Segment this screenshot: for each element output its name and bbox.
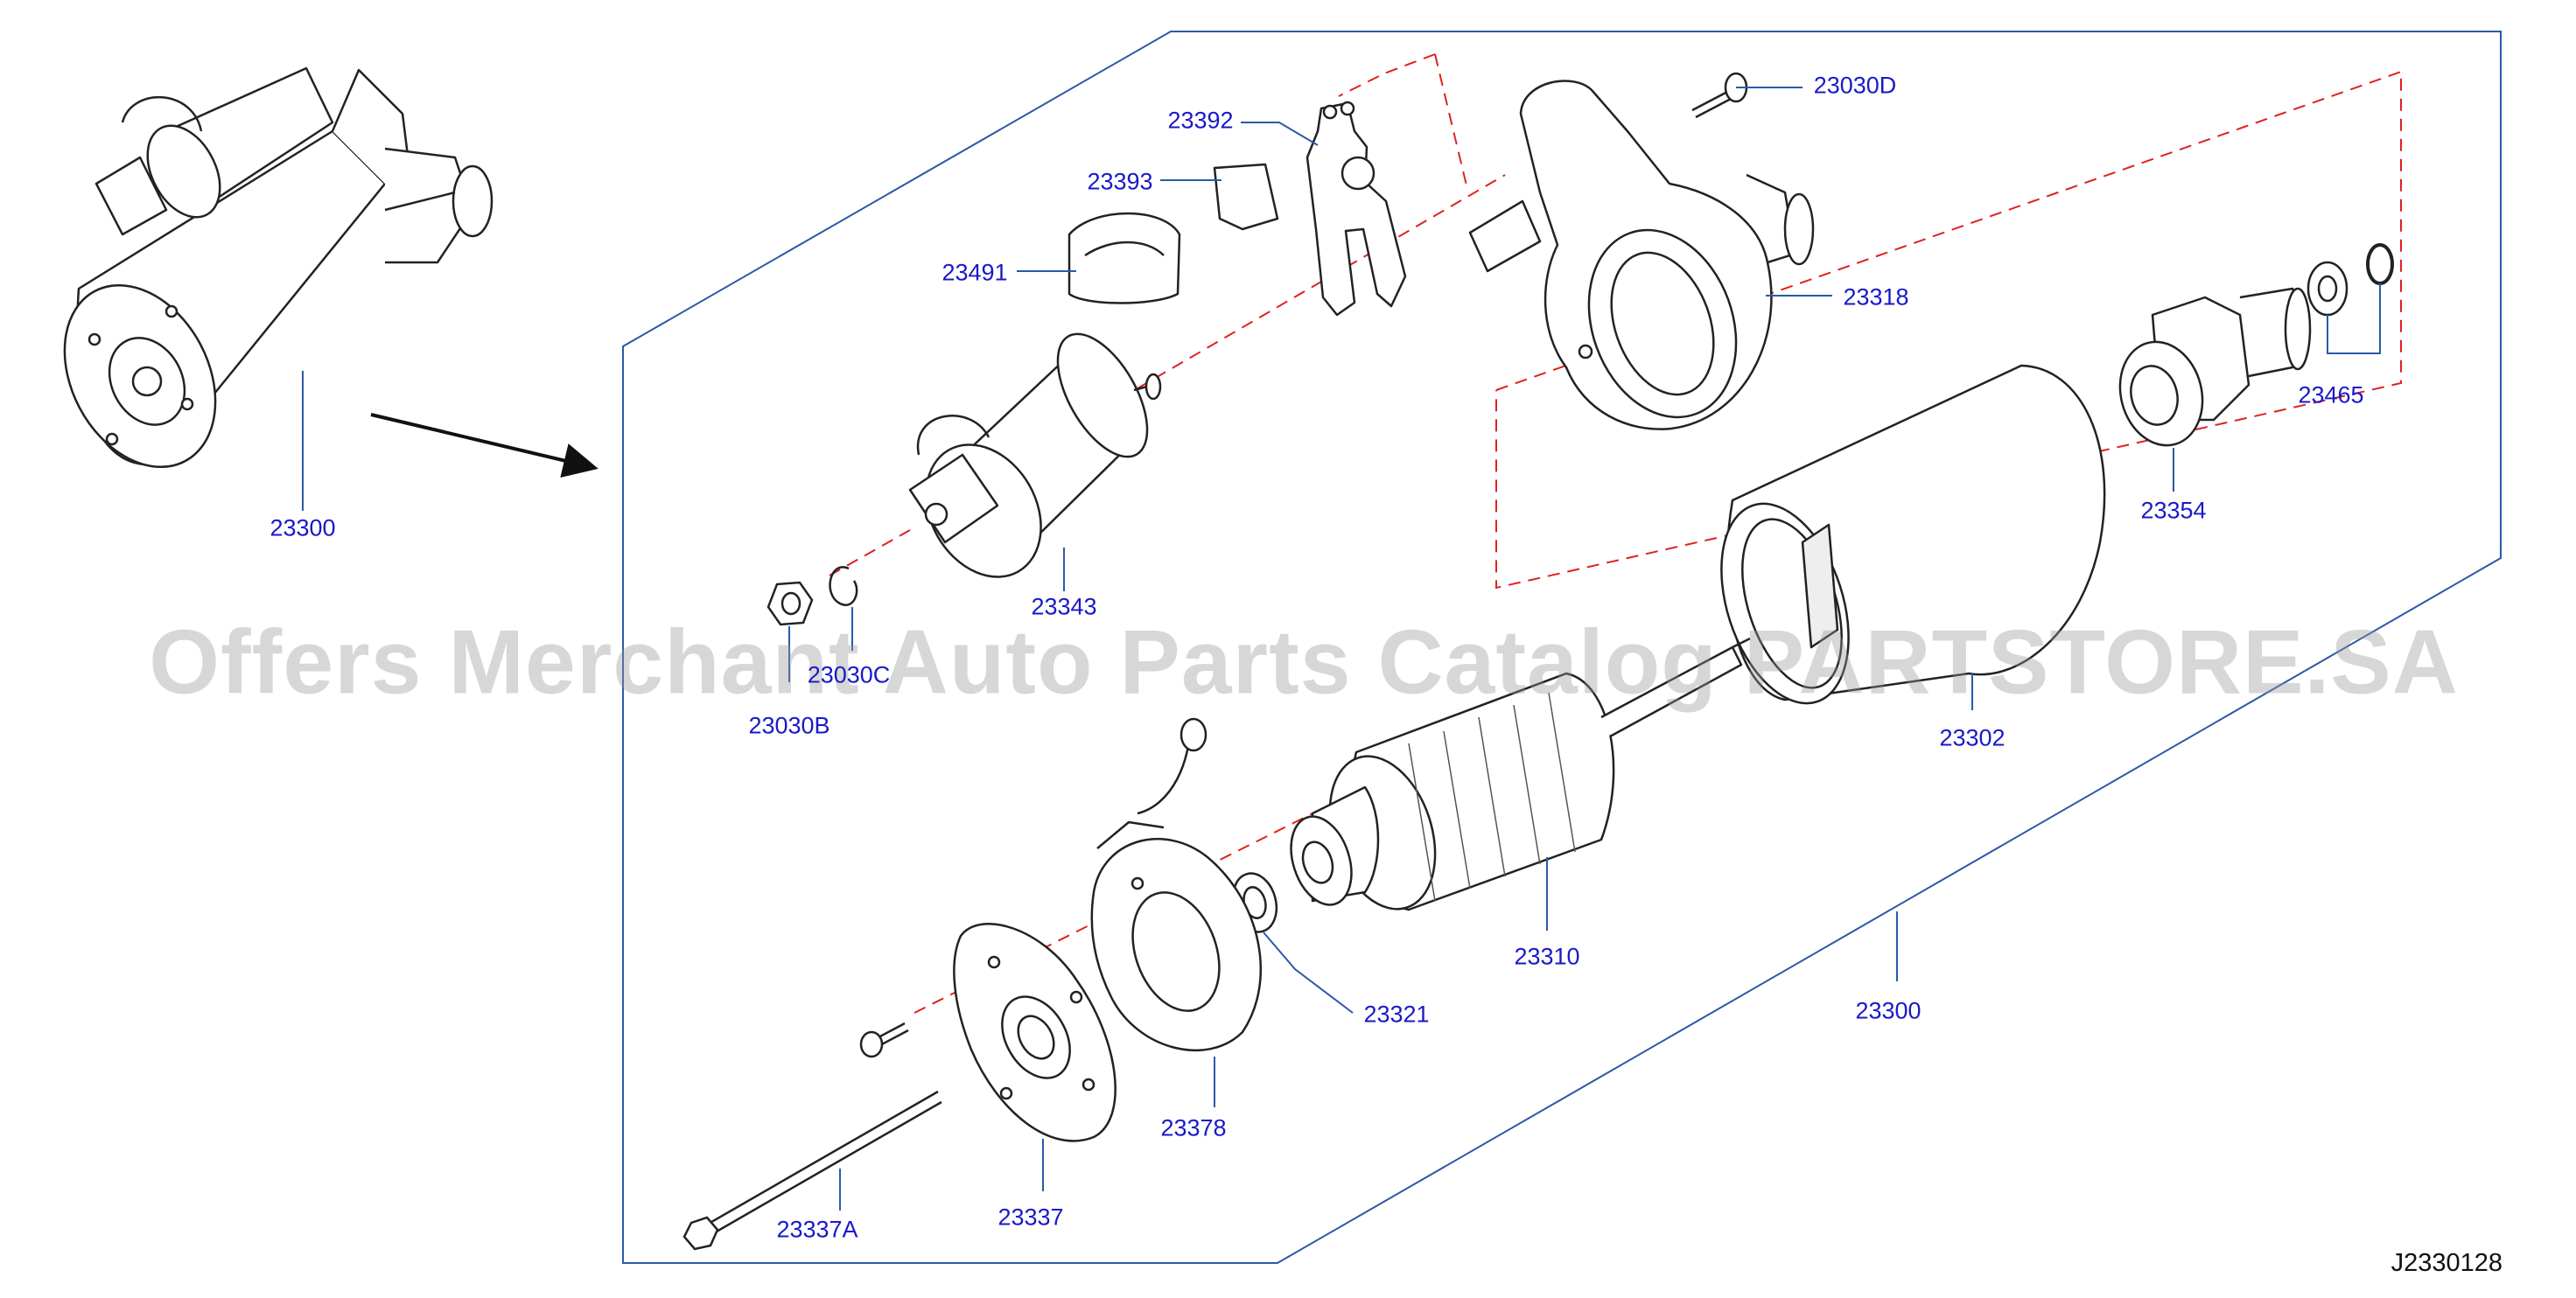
part-label-23300-kit[interactable]: 23300	[1855, 997, 1922, 1024]
part-label-23491[interactable]: 23491	[942, 259, 1008, 286]
part-label-23310[interactable]: 23310	[1514, 943, 1580, 970]
nut-and-washer	[766, 566, 858, 626]
part-label-23030c[interactable]: 23030C	[807, 661, 891, 688]
part-label-23030d[interactable]: 23030D	[1813, 72, 1897, 99]
cover-pieces	[1068, 163, 1279, 304]
kit-boundary-outline	[622, 31, 2502, 1264]
part-label-23337[interactable]: 23337	[998, 1204, 1064, 1231]
part-label-23354[interactable]: 23354	[2140, 497, 2207, 524]
leader-lines	[302, 87, 2381, 1211]
shift-lever	[1306, 101, 1407, 317]
part-label-23337a[interactable]: 23337A	[776, 1216, 858, 1243]
stop-ring-set	[2306, 243, 2394, 317]
screw-23030d	[1691, 72, 1748, 119]
assembly-arrow	[370, 413, 598, 478]
cover-screw	[859, 1022, 909, 1058]
rear-cover	[953, 923, 1116, 1142]
solenoid-drawing	[908, 332, 1162, 578]
part-label-23321[interactable]: 23321	[1363, 1001, 1430, 1028]
part-label-23343[interactable]: 23343	[1031, 593, 1097, 620]
through-bolt	[682, 1090, 942, 1251]
part-label-23030b[interactable]: 23030B	[748, 712, 830, 739]
part-label-23393[interactable]: 23393	[1087, 168, 1153, 195]
yoke-housing	[1720, 364, 2106, 705]
starter-assembly-illustration	[63, 66, 494, 469]
drawing-id: J2330128	[2390, 1249, 2502, 1277]
brush-holder	[1090, 717, 1262, 1051]
armature	[1290, 637, 1751, 911]
drive-end-housing	[1468, 80, 1815, 430]
pinion-drive	[2118, 287, 2312, 447]
part-label-23465[interactable]: 23465	[2298, 381, 2364, 408]
part-label-23378[interactable]: 23378	[1160, 1114, 1227, 1141]
part-label-23302[interactable]: 23302	[1939, 724, 2006, 751]
part-label-23392[interactable]: 23392	[1167, 107, 1234, 134]
part-label-23318[interactable]: 23318	[1843, 283, 1909, 311]
part-label-23300-assembly[interactable]: 23300	[270, 514, 336, 541]
